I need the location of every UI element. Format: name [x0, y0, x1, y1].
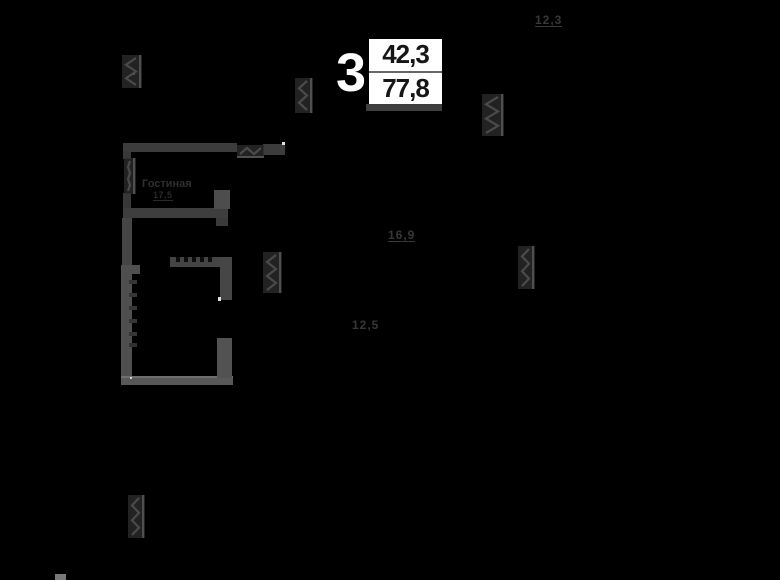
- window-hatch-icon: [295, 78, 313, 113]
- window-hatch-icon: [124, 158, 136, 194]
- window-hatch-icon: [518, 246, 535, 289]
- apartment-info-badge: 42,3 77,8: [369, 39, 442, 104]
- wall-segment: [214, 190, 230, 209]
- wall-tick-mark: [129, 332, 137, 336]
- badge-shadow: [366, 104, 442, 111]
- highlight-speck: [282, 142, 285, 145]
- wall-segment: [121, 265, 140, 274]
- wall-tick-mark: [192, 257, 196, 262]
- wall-segment: [263, 144, 285, 155]
- wall-tick-mark: [129, 293, 137, 297]
- room-area-label: 12,3: [535, 13, 563, 27]
- wall-segment: [220, 257, 232, 300]
- wall-segment: [123, 143, 237, 152]
- wall-segment: [122, 218, 132, 265]
- wall-segment: [121, 265, 132, 378]
- highlight-speck: [130, 377, 132, 379]
- wall-segment: [121, 376, 233, 385]
- wall-tick-mark: [184, 257, 188, 262]
- room-count: 3: [336, 43, 366, 103]
- wall-tick-mark: [208, 257, 212, 262]
- living-area-value: 42,3: [369, 39, 442, 73]
- room-area-label: Гостиная: [142, 178, 192, 190]
- wall-segment: [123, 208, 228, 218]
- total-area-value: 77,8: [382, 72, 430, 103]
- wall-tick-mark: [129, 280, 137, 284]
- window-hatch-icon: [237, 145, 264, 158]
- wall-segment: [170, 257, 220, 267]
- wall-segment: [123, 193, 131, 209]
- wall-segment: [216, 218, 228, 226]
- wall-segment: [55, 574, 66, 580]
- window-hatch-icon: [128, 495, 145, 538]
- room-area-label: 12,5: [352, 318, 380, 332]
- window-hatch-icon: [263, 252, 282, 293]
- window-hatch-icon: [482, 94, 504, 136]
- wall-tick-mark: [129, 306, 137, 310]
- wall-tick-mark: [129, 343, 137, 347]
- room-area-label: 16,9: [388, 228, 416, 242]
- wall-tick-mark: [200, 257, 204, 262]
- wall-segment: [217, 338, 232, 378]
- wall-tick-mark: [176, 257, 180, 262]
- window-hatch-icon: [122, 55, 142, 88]
- highlight-speck: [218, 297, 221, 301]
- room-area-label: 17,5: [153, 190, 173, 201]
- wall-tick-mark: [129, 319, 137, 323]
